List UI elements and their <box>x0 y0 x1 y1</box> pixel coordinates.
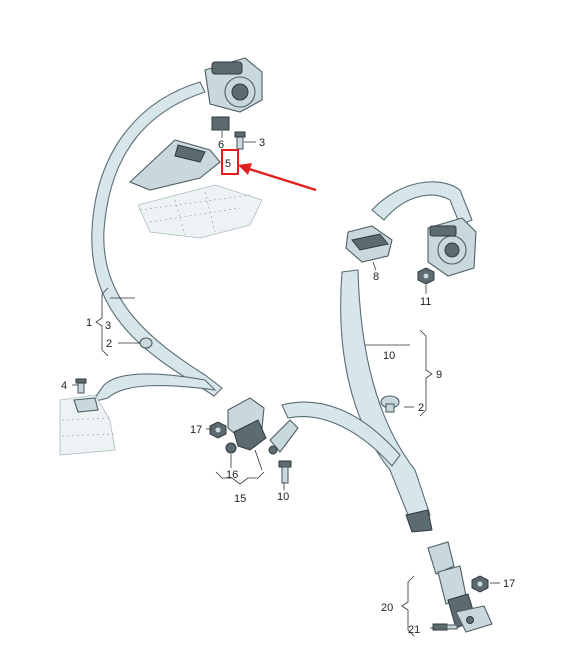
part-6-plate <box>211 116 230 131</box>
callout-20: 20 <box>381 602 393 614</box>
upper-floor-panel <box>137 184 263 239</box>
callout-6: 6 <box>218 139 224 151</box>
leader-lines <box>72 131 500 637</box>
lower-left-floor-panel <box>59 394 116 456</box>
callout-10-bottom: 10 <box>277 491 289 503</box>
part-17-nut-right <box>471 575 489 593</box>
right-retractor <box>427 217 477 277</box>
callout-1: 1 <box>86 317 92 329</box>
callout-10-right: 10 <box>383 350 395 362</box>
callout-2-right: 2 <box>418 402 424 414</box>
part-3-bolt-top <box>234 131 246 150</box>
callout-15: 15 <box>234 493 246 505</box>
right-buckle-assembly <box>427 541 493 633</box>
part-17-nut-left <box>209 421 227 439</box>
callout-2-left: 2 <box>106 338 112 350</box>
part-2-clip-left <box>139 337 153 349</box>
left-seat-belt-webbing <box>90 81 223 403</box>
part-2-clip-right <box>380 395 400 413</box>
right-belt-anchor <box>268 419 299 455</box>
left-anchor-bracket <box>73 397 99 413</box>
callout-16: 16 <box>226 469 238 481</box>
highlight-box <box>221 149 239 175</box>
callout-17-left: 17 <box>190 424 202 436</box>
part-8-belt-guide <box>345 225 393 263</box>
pointer-arrow <box>238 163 317 192</box>
callout-3-top: 3 <box>259 137 265 149</box>
right-seat-belt-webbing <box>281 181 473 533</box>
callout-5: 5 <box>225 158 231 170</box>
callout-17-right: 17 <box>503 578 515 590</box>
part-10-bolt <box>278 460 292 484</box>
callout-8: 8 <box>373 271 379 283</box>
callout-labels: 6 3 5 1 3 2 4 17 16 15 10 8 11 10 9 2 17… <box>61 137 515 636</box>
callout-4: 4 <box>61 380 67 392</box>
part-21-bolt <box>432 623 458 631</box>
part-5-bracket <box>128 139 221 191</box>
callout-11: 11 <box>420 296 431 308</box>
left-buckle-assembly <box>225 397 267 454</box>
part-4-bolt <box>75 378 87 394</box>
callout-9: 9 <box>436 369 442 381</box>
callout-3-left: 3 <box>105 320 111 332</box>
part-11-nut <box>417 267 435 285</box>
left-retractor <box>204 57 263 113</box>
callout-21: 21 <box>408 624 420 636</box>
